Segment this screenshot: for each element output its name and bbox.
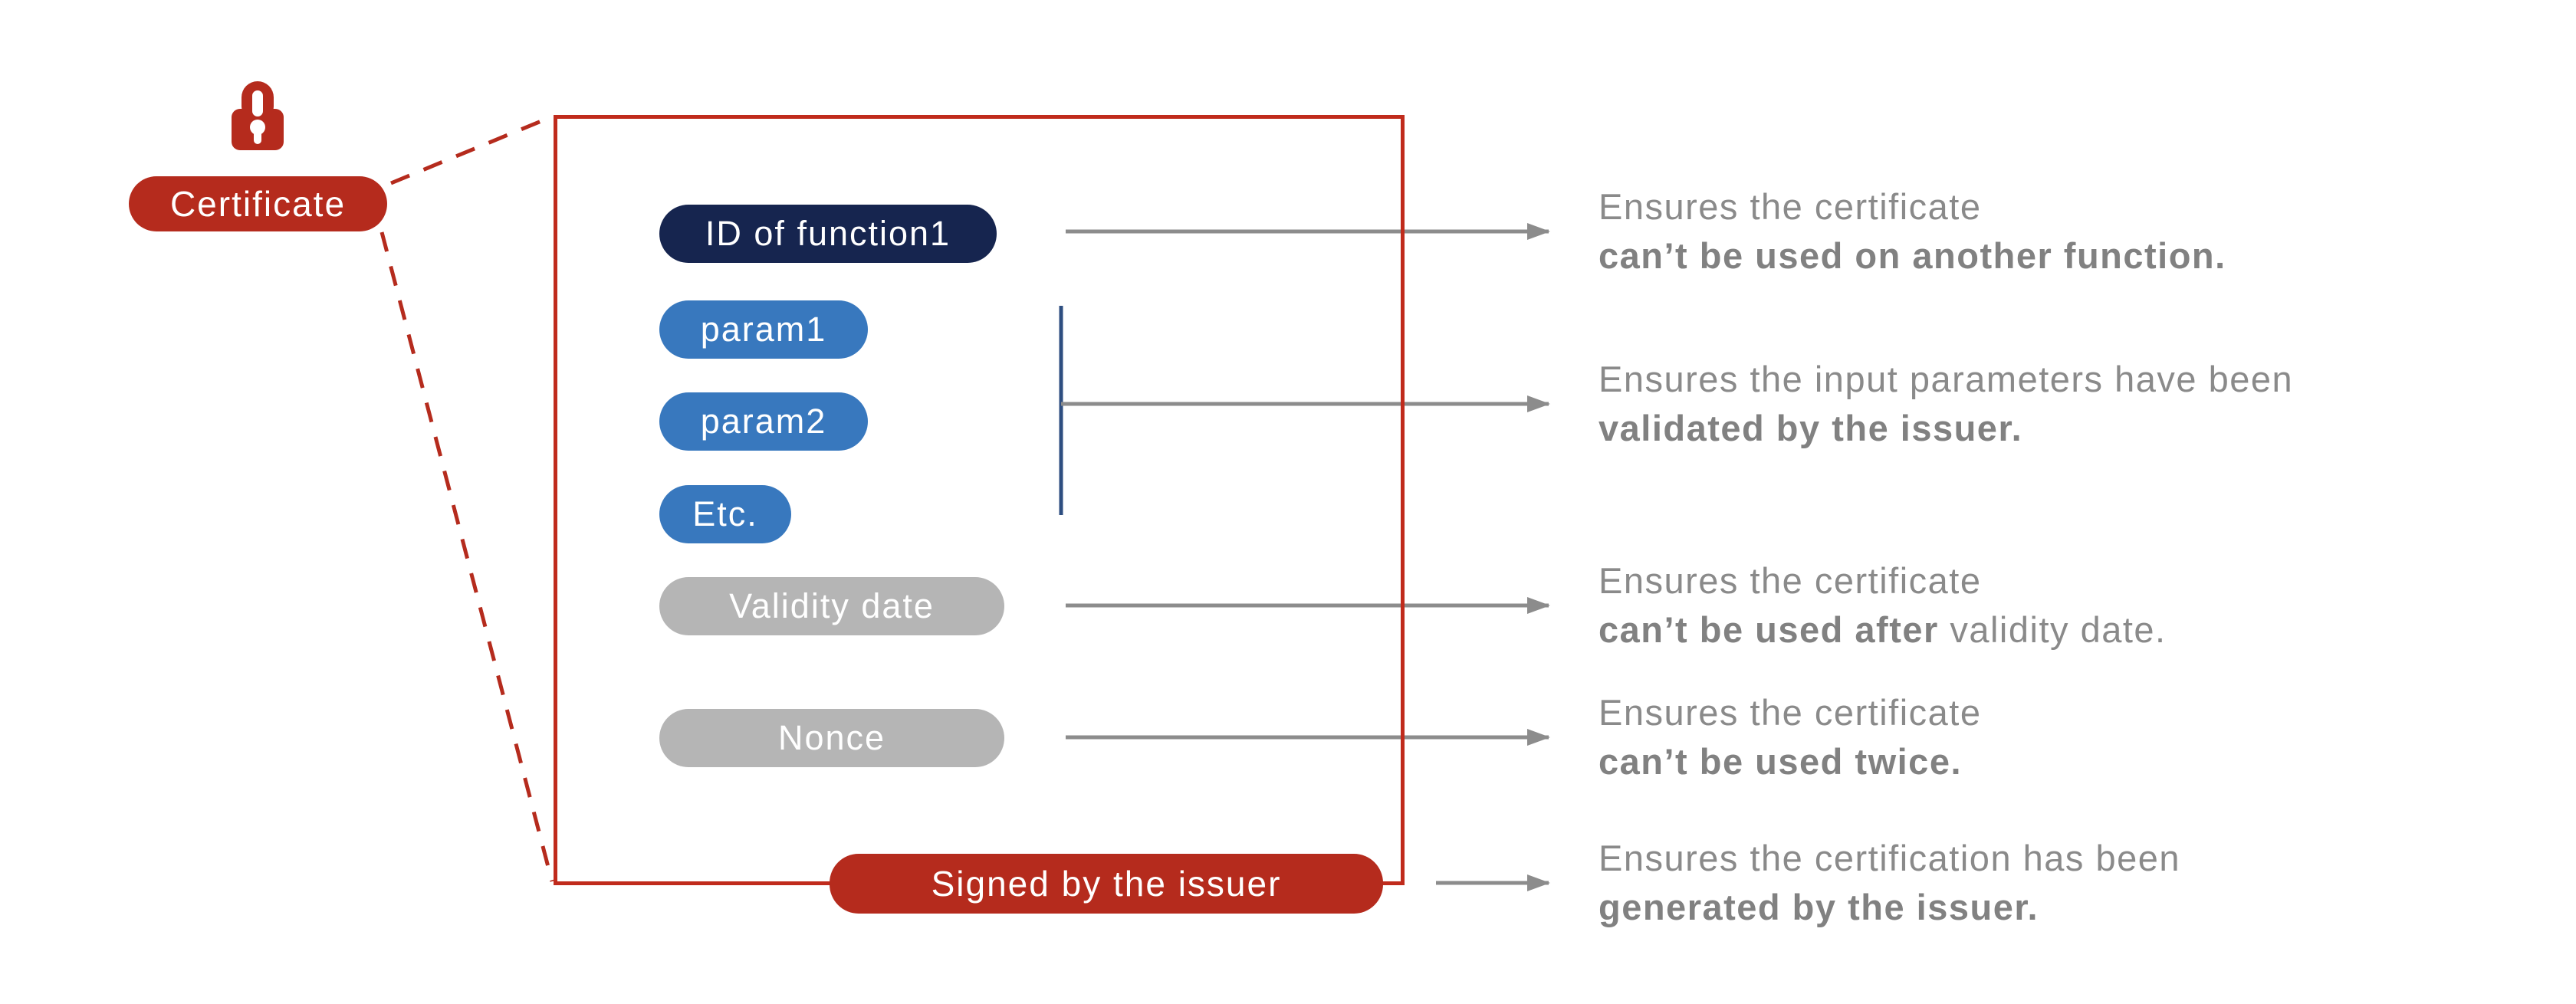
dashed-connector-bottom [380, 231, 554, 882]
annotation-line2: generated by the issuer. [1598, 887, 2039, 927]
annotation-line1: Ensures the input parameters have been [1598, 359, 2294, 399]
annotation-line2: can’t be used twice. [1598, 741, 1963, 782]
field-pill-param2: param2 [659, 392, 868, 451]
field-label: param2 [700, 402, 827, 441]
field-label: Etc. [692, 494, 758, 533]
lock-icon [232, 81, 284, 150]
field-label: ID of function1 [705, 214, 951, 253]
lock-keyhole [250, 120, 265, 135]
annotation-line2: can’t be used after validity date. [1598, 609, 2167, 650]
annotation-nonce: Ensures the certificate can’t be used tw… [1598, 688, 2480, 786]
annotation-line1: Ensures the certificate [1598, 186, 1982, 227]
field-pill-id-of-function: ID of function1 [659, 205, 997, 263]
field-label: param1 [700, 310, 827, 349]
signature-pill: Signed by the issuer [830, 854, 1383, 914]
field-pill-nonce: Nonce [659, 709, 1004, 767]
signature-label: Signed by the issuer [931, 864, 1282, 904]
annotation-signature: Ensures the certification has been gener… [1598, 834, 2480, 932]
annotation-id-function: Ensures the certificate can’t be used on… [1598, 182, 2480, 281]
field-pill-validity-date: Validity date [659, 577, 1004, 635]
annotation-validity: Ensures the certificate can’t be used af… [1598, 556, 2480, 655]
annotation-line2: validated by the issuer. [1598, 408, 2023, 448]
annotation-params: Ensures the input parameters have been v… [1598, 355, 2480, 453]
field-label: Nonce [777, 718, 886, 757]
dashed-connector-top [390, 115, 551, 185]
annotation-line2: can’t be used on another function. [1598, 235, 2226, 276]
certificate-label: Certificate [169, 184, 347, 224]
lock-shackle-slot [252, 90, 263, 116]
field-label: Validity date [729, 586, 935, 625]
certificate-pill: Certificate [129, 176, 387, 231]
annotation-line1: Ensures the certificate [1598, 692, 1982, 733]
field-pill-param1: param1 [659, 300, 868, 359]
annotation-line1: Ensures the certificate [1598, 560, 1982, 601]
annotation-line1: Ensures the certification has been [1598, 838, 2181, 878]
field-pill-etc: Etc. [659, 485, 791, 543]
